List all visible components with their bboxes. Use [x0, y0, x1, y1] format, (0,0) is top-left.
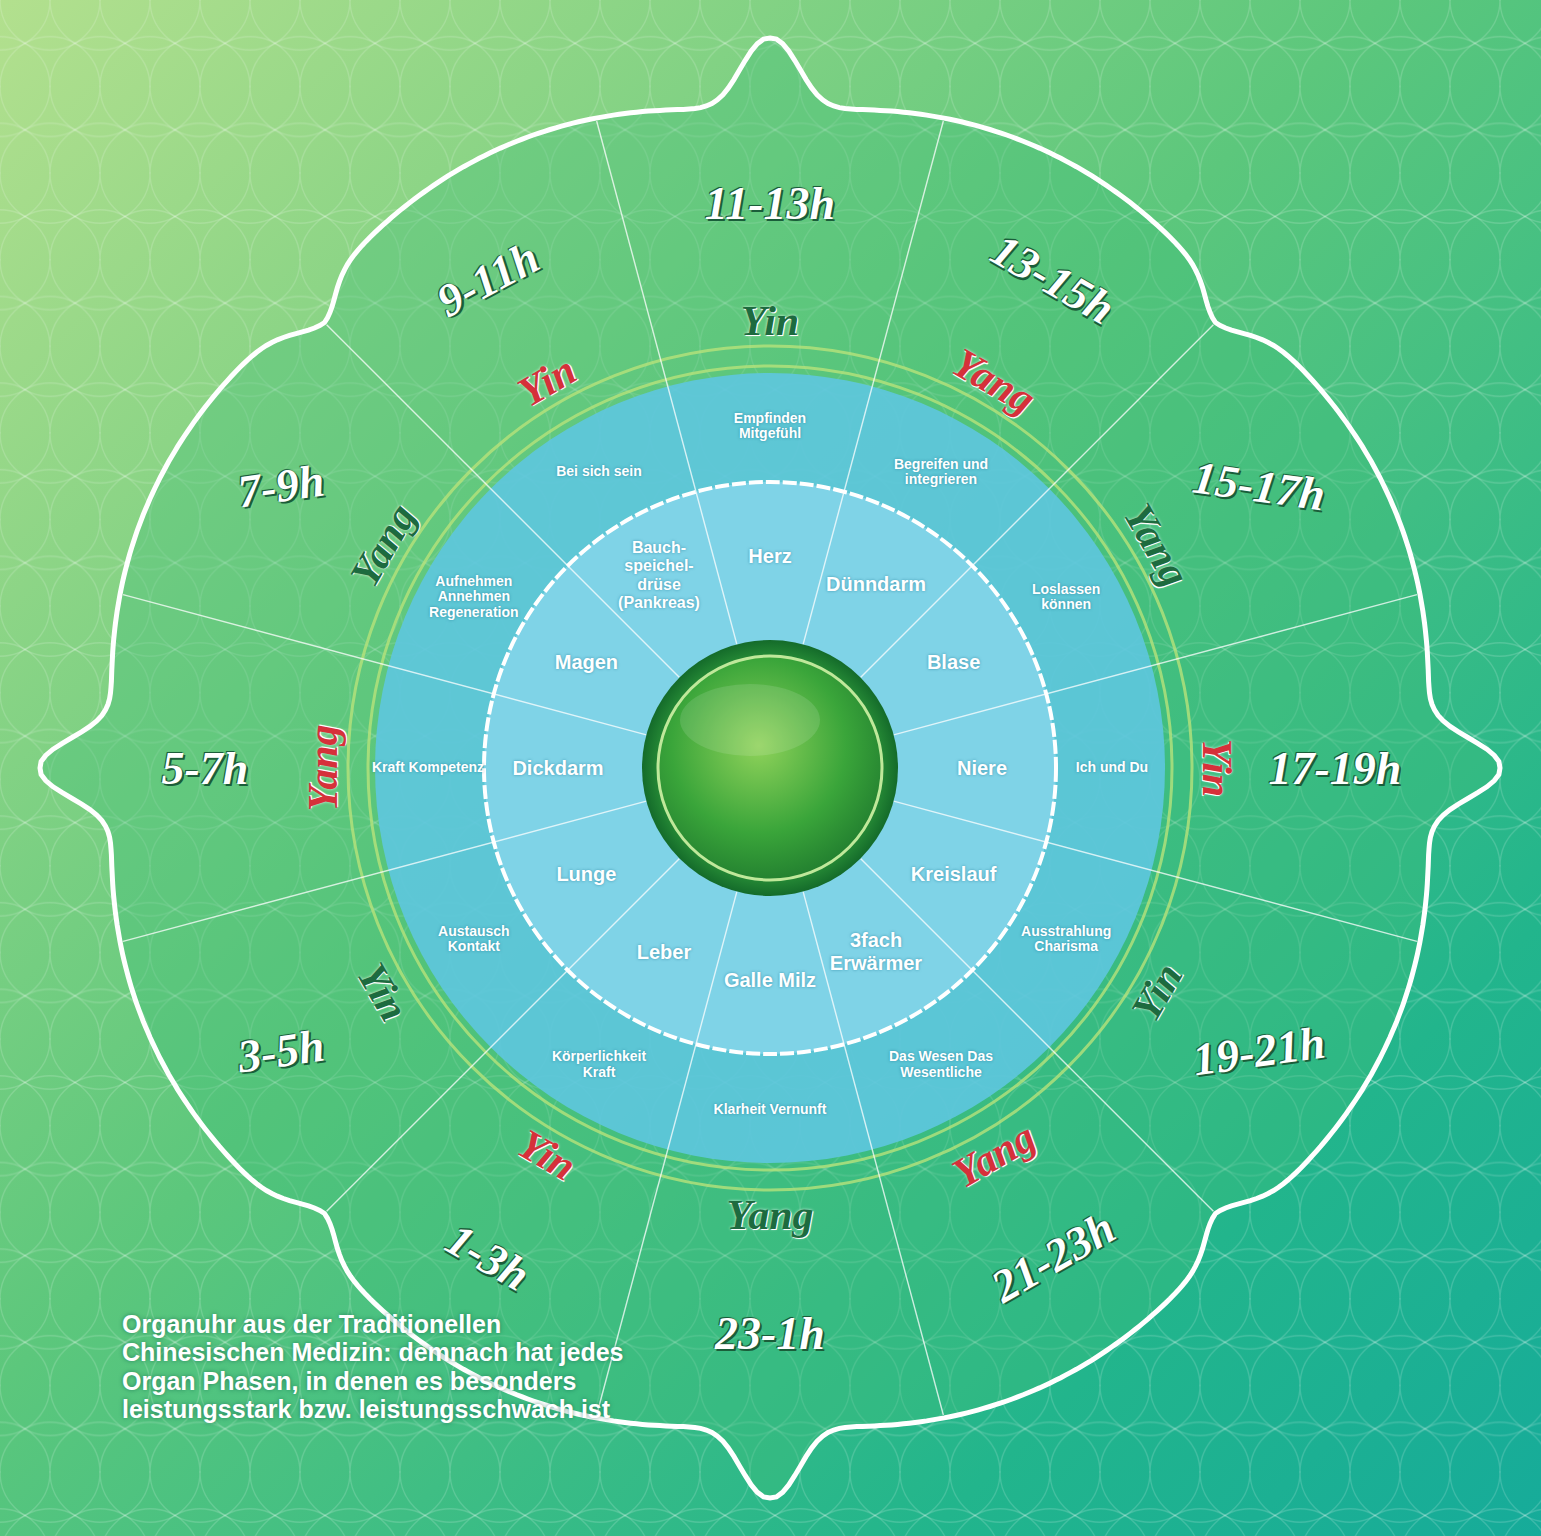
meaning-text: Körperlichkeit Kraft — [540, 1049, 658, 1080]
organ-name: Dickdarm — [498, 757, 618, 780]
organ-sector: Galle Milz — [710, 969, 830, 992]
meaning-text: Kraft Kompetenz — [369, 760, 487, 775]
yin-yang-label: Yin — [509, 345, 584, 416]
meaning-text: Klarheit Vernunft — [711, 1102, 829, 1117]
meaning-sector: Aufnehmen Annehmen Regeneration — [415, 574, 533, 620]
meaning-sector: Begreifen und integrieren — [882, 456, 1000, 487]
time-label: 5-7h — [162, 742, 249, 795]
organ-sector: Magen — [526, 651, 646, 674]
organ-name: Galle Milz — [710, 969, 830, 992]
organ-name: 3fach Erwärmer — [821, 929, 931, 975]
yin-yang-label: Yin — [347, 954, 418, 1029]
meaning-text: Empfinden Mitgefühl — [711, 411, 829, 442]
organ-sector: Lunge — [526, 863, 646, 886]
meaning-text: Austausch Kontakt — [415, 924, 533, 955]
time-label: 11-13h — [705, 177, 835, 230]
sector-divider — [861, 325, 1214, 678]
time-label: 17-19h — [1269, 742, 1402, 795]
organ-sector: Kreislauf — [894, 863, 1014, 886]
yin-yang-label: Yang — [944, 338, 1043, 423]
organ-name: Herz — [710, 545, 830, 568]
meaning-sector: Ich und Du — [1053, 760, 1171, 775]
meaning-sector: Klarheit Vernunft — [711, 1102, 829, 1117]
time-label: 19-21h — [1190, 1015, 1329, 1086]
meaning-sector: Austausch Kontakt — [415, 924, 533, 955]
center-button — [658, 656, 882, 880]
sector-divider — [327, 325, 680, 678]
meaning-text: Ich und Du — [1053, 760, 1171, 775]
time-label: 21-23h — [982, 1201, 1124, 1313]
figure-caption: Organuhr aus der Traditionellen Chinesis… — [122, 1310, 662, 1423]
time-label: 15-17h — [1190, 450, 1329, 521]
organ-name: Leber — [604, 940, 724, 963]
yin-yang-label: Yin — [509, 1120, 584, 1191]
organ-name: Niere — [922, 757, 1042, 780]
center-button — [642, 640, 898, 896]
meaning-text: Bei sich sein — [540, 464, 658, 479]
meaning-text: Loslassen können — [1007, 582, 1125, 613]
sector-divider — [861, 859, 1214, 1212]
meaning-sector: Loslassen können — [1007, 582, 1125, 613]
time-label: 13-15h — [982, 223, 1124, 335]
meaning-sector: Körperlichkeit Kraft — [540, 1049, 658, 1080]
organ-sector: Niere — [922, 757, 1042, 780]
organ-sector: 3fach Erwärmer — [821, 929, 931, 975]
sector-dividers — [123, 121, 1417, 1415]
meaning-sector: Bei sich sein — [540, 464, 658, 479]
organ-sector: Dünndarm — [816, 573, 936, 596]
yin-yang-label: Yang — [340, 495, 425, 594]
time-label: 23-1h — [715, 1307, 825, 1360]
meaning-sector: Empfinden Mitgefühl — [711, 411, 829, 442]
time-label: 9-11h — [428, 230, 548, 327]
meaning-sector: Kraft Kompetenz — [369, 760, 487, 775]
organ-sector: Blase — [894, 651, 1014, 674]
organ-sector: Herz — [710, 545, 830, 568]
sector-divider — [123, 595, 646, 735]
yin-yang-label: Yang — [1115, 495, 1200, 594]
petal-outline — [40, 38, 1500, 1498]
organ-sector: Dickdarm — [498, 757, 618, 780]
meaning-text: Aufnehmen Annehmen Regeneration — [415, 574, 533, 620]
meaning-sector: Das Wesen Das Wesentliche — [882, 1049, 1000, 1080]
yin-yang-label: Yin — [741, 297, 799, 345]
organ-name: Bauch-speichel-drüse (Pankreas) — [611, 539, 707, 613]
yin-yang-label: Yang — [299, 724, 347, 811]
sector-divider — [327, 859, 680, 1212]
meaning-text: Das Wesen Das Wesentliche — [882, 1049, 1000, 1080]
sector-divider — [123, 801, 646, 941]
time-label: 1-3h — [437, 1213, 539, 1302]
meaning-text: Ausstrahlung Charisma — [1007, 924, 1125, 955]
sector-divider — [894, 595, 1417, 735]
organ-name: Blase — [894, 651, 1014, 674]
center-highlight — [680, 684, 820, 756]
organ-name: Lunge — [526, 863, 646, 886]
yin-yang-label: Yin — [1193, 739, 1241, 797]
yin-yang-label: Yang — [726, 1191, 813, 1239]
time-label: 3-5h — [234, 1018, 327, 1083]
yin-yang-label: Yin — [1122, 954, 1193, 1029]
organ-name: Dünndarm — [816, 573, 936, 596]
organ-name: Magen — [526, 651, 646, 674]
sector-divider — [894, 801, 1417, 941]
organ-name: Kreislauf — [894, 863, 1014, 886]
meaning-text: Begreifen und integrieren — [882, 456, 1000, 487]
yin-yang-label: Yang — [944, 1113, 1043, 1198]
organ-sector: Bauch-speichel-drüse (Pankreas) — [611, 539, 707, 613]
meaning-sector: Ausstrahlung Charisma — [1007, 924, 1125, 955]
time-label: 7-9h — [234, 453, 327, 518]
organ-sector: Leber — [604, 940, 724, 963]
